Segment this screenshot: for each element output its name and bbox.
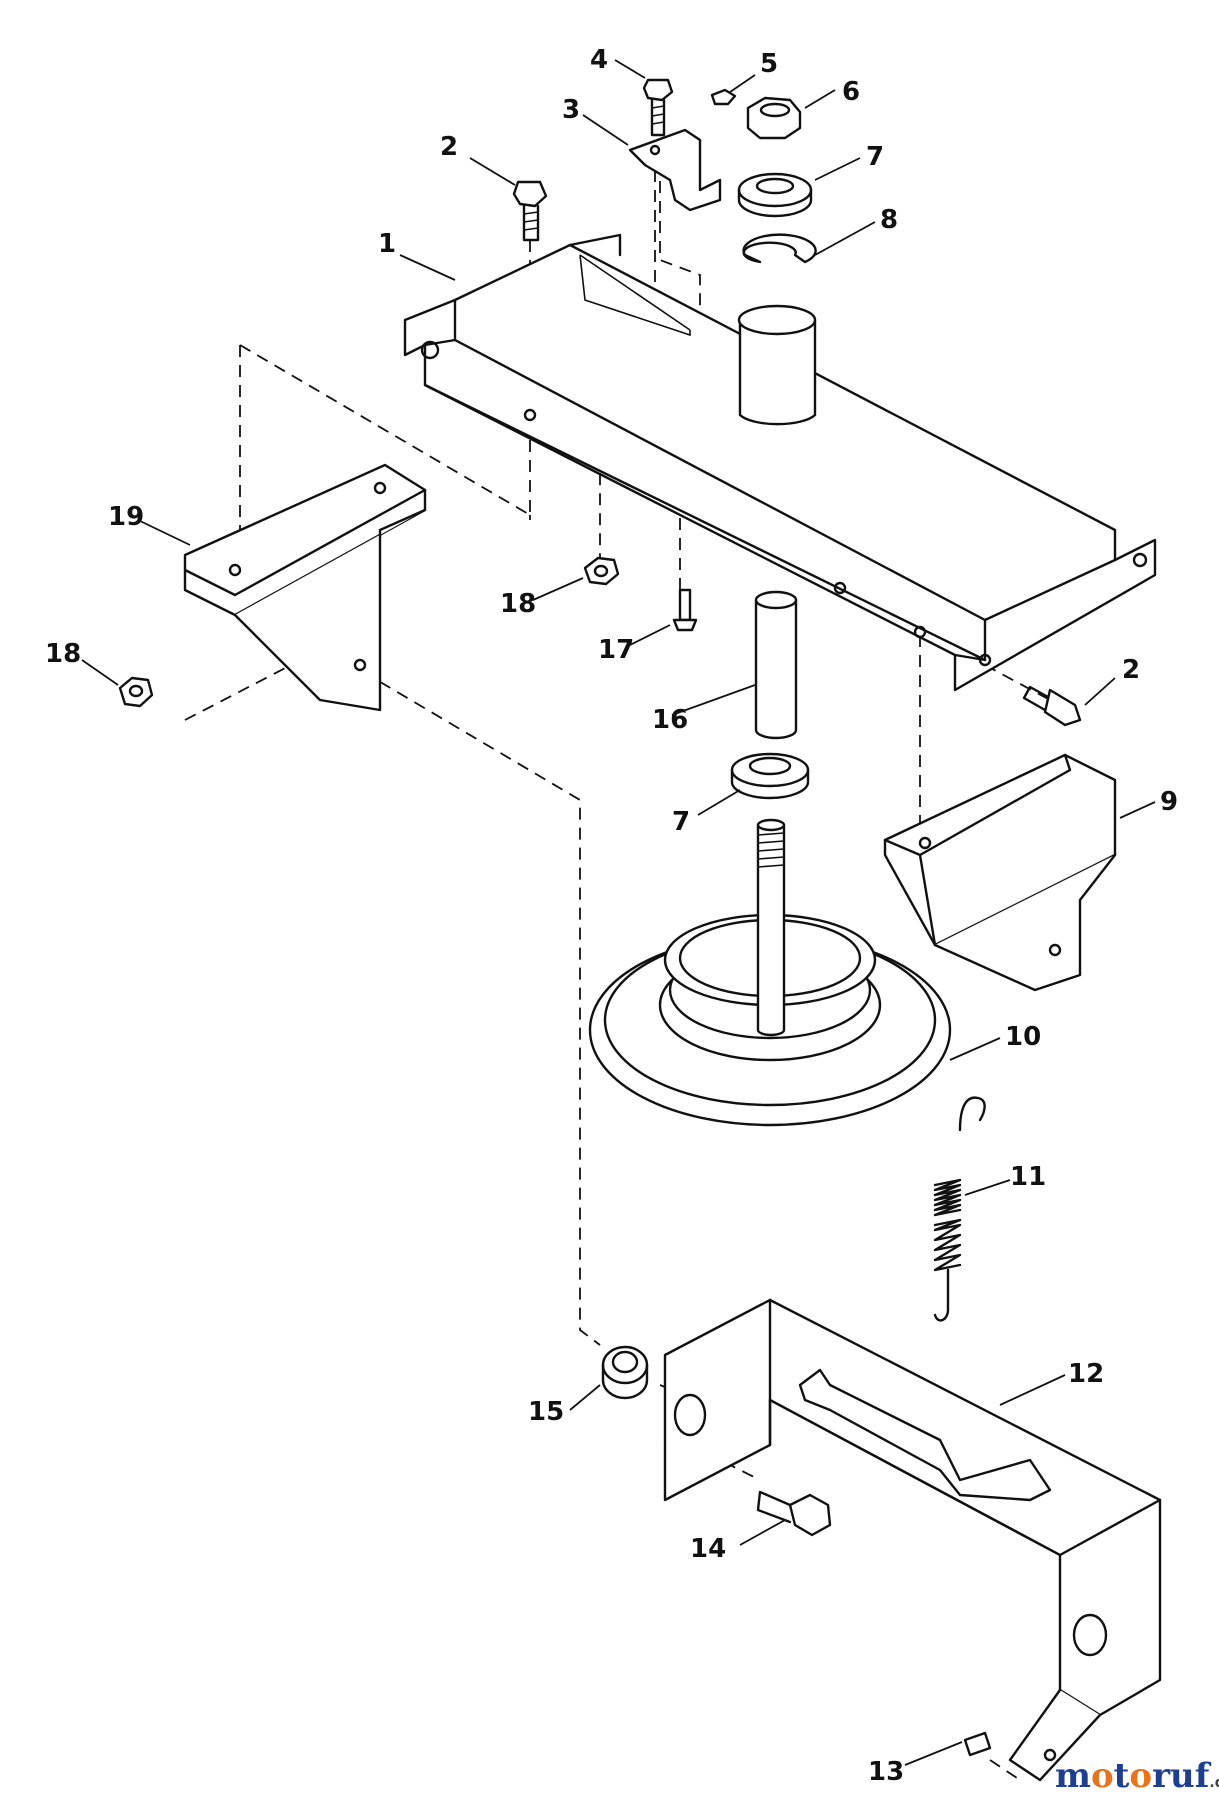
- part-2-bolt-top: [512, 180, 548, 242]
- callout-16: 16: [652, 705, 688, 735]
- part-4-bolt: [642, 78, 674, 137]
- callout-12: 12: [1068, 1359, 1104, 1389]
- watermark-brand: motoruf: [1055, 1756, 1212, 1796]
- callout-9: 9: [1160, 787, 1178, 817]
- callout-18-left: 18: [45, 639, 81, 669]
- part-5-nut: [710, 88, 737, 106]
- part-3-bracket: [628, 128, 722, 212]
- callout-15: 15: [528, 1397, 564, 1427]
- callout-6: 6: [842, 77, 860, 107]
- part-14-shoulder-bolt: [756, 1490, 832, 1537]
- part-17-screw: [672, 588, 698, 632]
- svg-text:motoruf.de: motoruf.de: [1055, 1756, 1219, 1796]
- callout-14: 14: [690, 1534, 726, 1564]
- callout-1: 1: [378, 229, 396, 259]
- callout-19: 19: [108, 502, 144, 532]
- part-1-main-frame: [403, 233, 1157, 692]
- callout-17: 17: [598, 635, 634, 665]
- part-19-side-bracket: [183, 463, 427, 712]
- frame-tube: [737, 304, 817, 426]
- callout-10: 10: [1005, 1022, 1041, 1052]
- part-18-nut-mid: [583, 556, 620, 586]
- part-10-pulley: [588, 818, 952, 1127]
- part-16-spacer-tube: [754, 590, 798, 740]
- callout-7-top: 7: [866, 142, 884, 172]
- part-7-bearing-top: [737, 172, 813, 218]
- callout-8: 8: [880, 205, 898, 235]
- callout-4: 4: [590, 45, 608, 75]
- callout-3: 3: [562, 95, 580, 125]
- watermark: motoruf.de: [1055, 1756, 1219, 1796]
- part-15-bushing: [601, 1345, 649, 1400]
- watermark-suffix: .de: [1209, 1775, 1219, 1791]
- callout-7-lower: 7: [672, 807, 690, 837]
- callout-labels: 1 2 2 3 4 5 6 7 7 8 9 10 11 12 13 14 15 …: [45, 45, 1178, 1787]
- part-7-bearing-lower: [730, 752, 810, 800]
- part-8-snap-ring: [742, 233, 817, 264]
- leader-lines: [81, 59, 1156, 1766]
- callout-18-mid: 18: [500, 589, 536, 619]
- part-9-lower-bracket: [883, 753, 1117, 992]
- part-2-bolt-right: [1022, 685, 1082, 727]
- callout-2-top: 2: [440, 132, 458, 162]
- part-6-locknut: [746, 96, 802, 140]
- callout-11: 11: [1010, 1162, 1046, 1192]
- part-18-nut-left: [118, 676, 154, 708]
- part-11-springs: [933, 1096, 986, 1322]
- part-12-lower-bracket: [663, 1298, 1162, 1782]
- callout-13: 13: [868, 1757, 904, 1787]
- callout-5: 5: [760, 49, 778, 79]
- part-13-plug: [963, 1731, 992, 1757]
- callout-2-right: 2: [1122, 655, 1140, 685]
